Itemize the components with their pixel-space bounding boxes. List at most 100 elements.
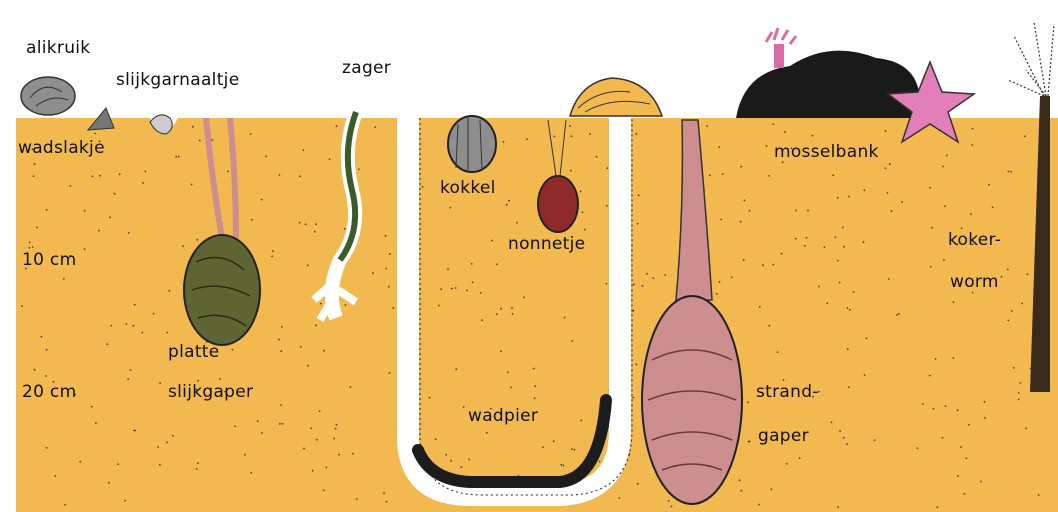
sand-speckle bbox=[468, 459, 470, 461]
sand-speckle bbox=[336, 125, 338, 127]
sand-speckle bbox=[319, 410, 321, 412]
sand-speckle bbox=[931, 227, 933, 229]
sand-speckle bbox=[507, 372, 509, 374]
sand-speckle bbox=[314, 231, 316, 233]
sand-speckle bbox=[500, 350, 502, 352]
label-depth-20: 20 cm bbox=[22, 384, 76, 401]
sand-speckle bbox=[946, 155, 948, 157]
sand-speckle bbox=[344, 228, 346, 230]
sand-speckle bbox=[596, 156, 598, 158]
sand-speckle bbox=[533, 368, 535, 370]
sand-speckle bbox=[323, 350, 325, 352]
sand-speckle bbox=[984, 417, 986, 419]
sand-speckle bbox=[511, 307, 513, 309]
sand-speckle bbox=[646, 273, 648, 275]
sand-speckle bbox=[281, 326, 283, 328]
sand-speckle bbox=[853, 291, 855, 293]
sand-speckle bbox=[777, 351, 779, 353]
sand-speckle bbox=[435, 438, 437, 440]
sand-speckle bbox=[455, 287, 457, 289]
sand-speckle bbox=[280, 350, 282, 352]
sand-speckle bbox=[534, 385, 536, 387]
sand-speckle bbox=[1038, 494, 1040, 496]
sand-speckle bbox=[781, 253, 783, 255]
sand-speckle bbox=[280, 404, 282, 406]
sand-speckle bbox=[831, 421, 833, 423]
sand-speckle bbox=[832, 174, 834, 176]
sand-speckle bbox=[839, 282, 841, 284]
sand-speckle bbox=[1021, 303, 1023, 305]
label-depth-10: 10 cm bbox=[22, 252, 76, 269]
cockle-icon bbox=[448, 116, 496, 172]
sand-speckle bbox=[768, 175, 770, 177]
sand-speckle bbox=[849, 309, 851, 311]
sand-speckle bbox=[429, 397, 431, 399]
sand-speckle bbox=[352, 453, 354, 455]
sand-speckle bbox=[636, 364, 638, 366]
sand-speckle bbox=[834, 236, 836, 238]
label-wadslakje: wadslakje bbox=[18, 140, 105, 157]
sand-speckle bbox=[32, 246, 34, 248]
sand-speckle bbox=[847, 307, 849, 309]
sand-speckle bbox=[271, 256, 273, 258]
sand-speckle bbox=[36, 227, 38, 229]
sand-speckle bbox=[818, 286, 820, 288]
sand-speckle bbox=[888, 278, 890, 280]
sand-speckle bbox=[196, 468, 198, 470]
sand-speckle bbox=[472, 282, 474, 284]
sand-speckle bbox=[159, 382, 161, 384]
sand-speckle bbox=[299, 222, 301, 224]
sand-speckle bbox=[943, 259, 945, 261]
sand-speckle bbox=[79, 461, 81, 463]
label-slijkgarnaaltje: slijkgarnaaltje bbox=[116, 72, 239, 89]
sand-speckle bbox=[389, 372, 391, 374]
sand-speckle bbox=[307, 265, 309, 267]
sand-speckle bbox=[839, 430, 841, 432]
sand-speckle bbox=[542, 446, 544, 448]
sand-speckle bbox=[455, 368, 457, 370]
sand-speckle bbox=[480, 292, 482, 294]
sand-speckle bbox=[942, 437, 944, 439]
sand-speckle bbox=[720, 219, 722, 221]
sand-speckle bbox=[383, 492, 385, 494]
sand-speckle bbox=[984, 401, 986, 403]
sand-speckle bbox=[279, 423, 281, 425]
sand-speckle bbox=[261, 432, 263, 434]
sand-speckle bbox=[901, 201, 903, 203]
sand-speckle bbox=[34, 163, 36, 165]
sand-speckle bbox=[320, 303, 322, 305]
sand-speckle bbox=[740, 166, 742, 168]
sand-speckle bbox=[599, 461, 601, 463]
sand-speckle bbox=[706, 125, 708, 127]
label-strand-line1: strand- bbox=[756, 384, 819, 401]
sand-speckle bbox=[563, 465, 565, 467]
sand-speckle bbox=[440, 288, 442, 290]
sand-speckle bbox=[842, 227, 844, 229]
sand-speckle bbox=[34, 369, 36, 371]
sand-speckle bbox=[350, 386, 352, 388]
sand-speckle bbox=[307, 365, 309, 367]
sand-speckle bbox=[447, 268, 449, 270]
sand-speckle bbox=[257, 420, 259, 422]
sand-speckle bbox=[953, 301, 955, 303]
sand-speckle bbox=[740, 490, 742, 492]
sand-speckle bbox=[1007, 320, 1009, 322]
sand-speckle bbox=[942, 166, 944, 168]
sand-speckle bbox=[234, 426, 236, 428]
sand-speckle bbox=[110, 325, 112, 327]
sand-speckle bbox=[837, 260, 839, 262]
sand-speckle bbox=[114, 193, 116, 195]
sand-speckle bbox=[826, 302, 828, 304]
sand-speckle bbox=[302, 149, 304, 151]
sand-speckle bbox=[580, 420, 582, 422]
sand-speckle bbox=[762, 264, 764, 266]
sand-speckle bbox=[106, 343, 108, 345]
sand-speckle bbox=[772, 123, 774, 125]
sand-speckle bbox=[130, 369, 132, 371]
sand-gaper-icon bbox=[642, 296, 742, 504]
sand-speckle bbox=[303, 448, 305, 450]
sand-speckle bbox=[191, 184, 193, 186]
sand-speckle bbox=[580, 191, 582, 193]
sand-speckle bbox=[837, 197, 839, 199]
sand-speckle bbox=[606, 167, 608, 169]
